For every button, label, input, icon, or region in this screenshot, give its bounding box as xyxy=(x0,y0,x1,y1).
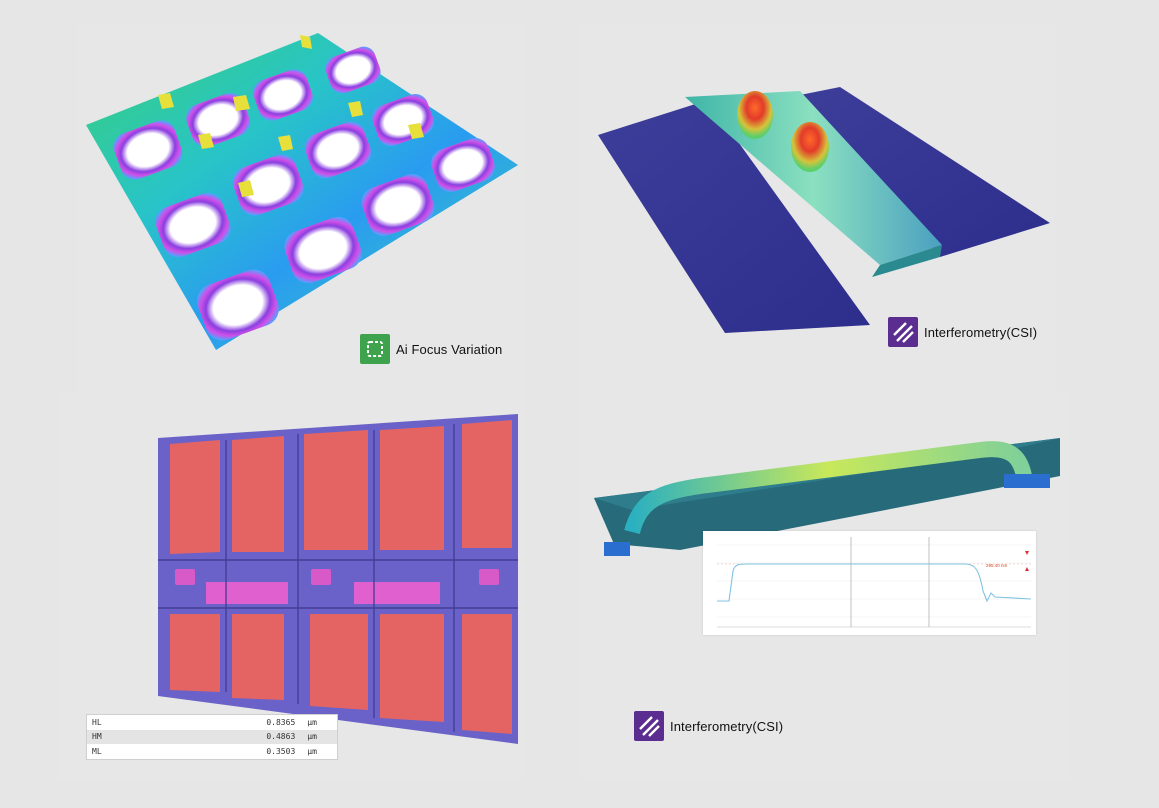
focus-variation-icon xyxy=(360,334,390,364)
measurement-unit: µm xyxy=(307,746,317,756)
panel-focus-variation: Ai Focus Variation xyxy=(78,25,524,393)
measurement-key: HL xyxy=(92,717,102,727)
measurement-row-hm: HM 0.4863 µm xyxy=(87,729,337,745)
interferometry-bottom-label: Interferometry(CSI) xyxy=(670,718,784,734)
ridge-3d-render xyxy=(594,438,1060,556)
measurement-table: HL 0.8365 µm HM 0.4863 µm ML 0.3503 µm xyxy=(86,714,338,760)
interferometry-surface-render xyxy=(598,87,1050,333)
measurement-key: HM xyxy=(92,732,102,742)
height-profile-chart: 295.40 nm xyxy=(703,531,1036,635)
focus-variation-label: Ai Focus Variation xyxy=(396,341,503,357)
measurement-value: 0.3503 xyxy=(266,746,296,756)
circuit-height-map xyxy=(158,414,518,744)
measurement-key: ML xyxy=(92,746,102,756)
focus-variation-badge: Ai Focus Variation xyxy=(360,334,502,364)
measurement-row-ml: ML 0.3503 µm xyxy=(87,744,337,759)
focus-variation-surface-render xyxy=(86,33,518,350)
panel-interferometry-top: Interferometry(CSI) xyxy=(580,25,1055,393)
measurement-unit: µm xyxy=(307,732,317,742)
measurement-row-hl: HL 0.8365 µm xyxy=(87,715,337,730)
interferometry-top-badge: Interferometry(CSI) xyxy=(888,317,1037,347)
measurement-value: 0.8365 xyxy=(266,717,296,727)
interferometry-bottom-badge: Interferometry(CSI) xyxy=(634,711,783,741)
measurement-value: 0.4863 xyxy=(266,732,296,742)
profile-annotation: 295.40 nm xyxy=(986,563,1008,568)
interferometry-top-label: Interferometry(CSI) xyxy=(924,324,1038,340)
interferometry-icon xyxy=(634,711,664,741)
interferometry-icon xyxy=(888,317,918,347)
profile-line xyxy=(717,563,1032,603)
measurement-unit: µm xyxy=(307,717,317,727)
